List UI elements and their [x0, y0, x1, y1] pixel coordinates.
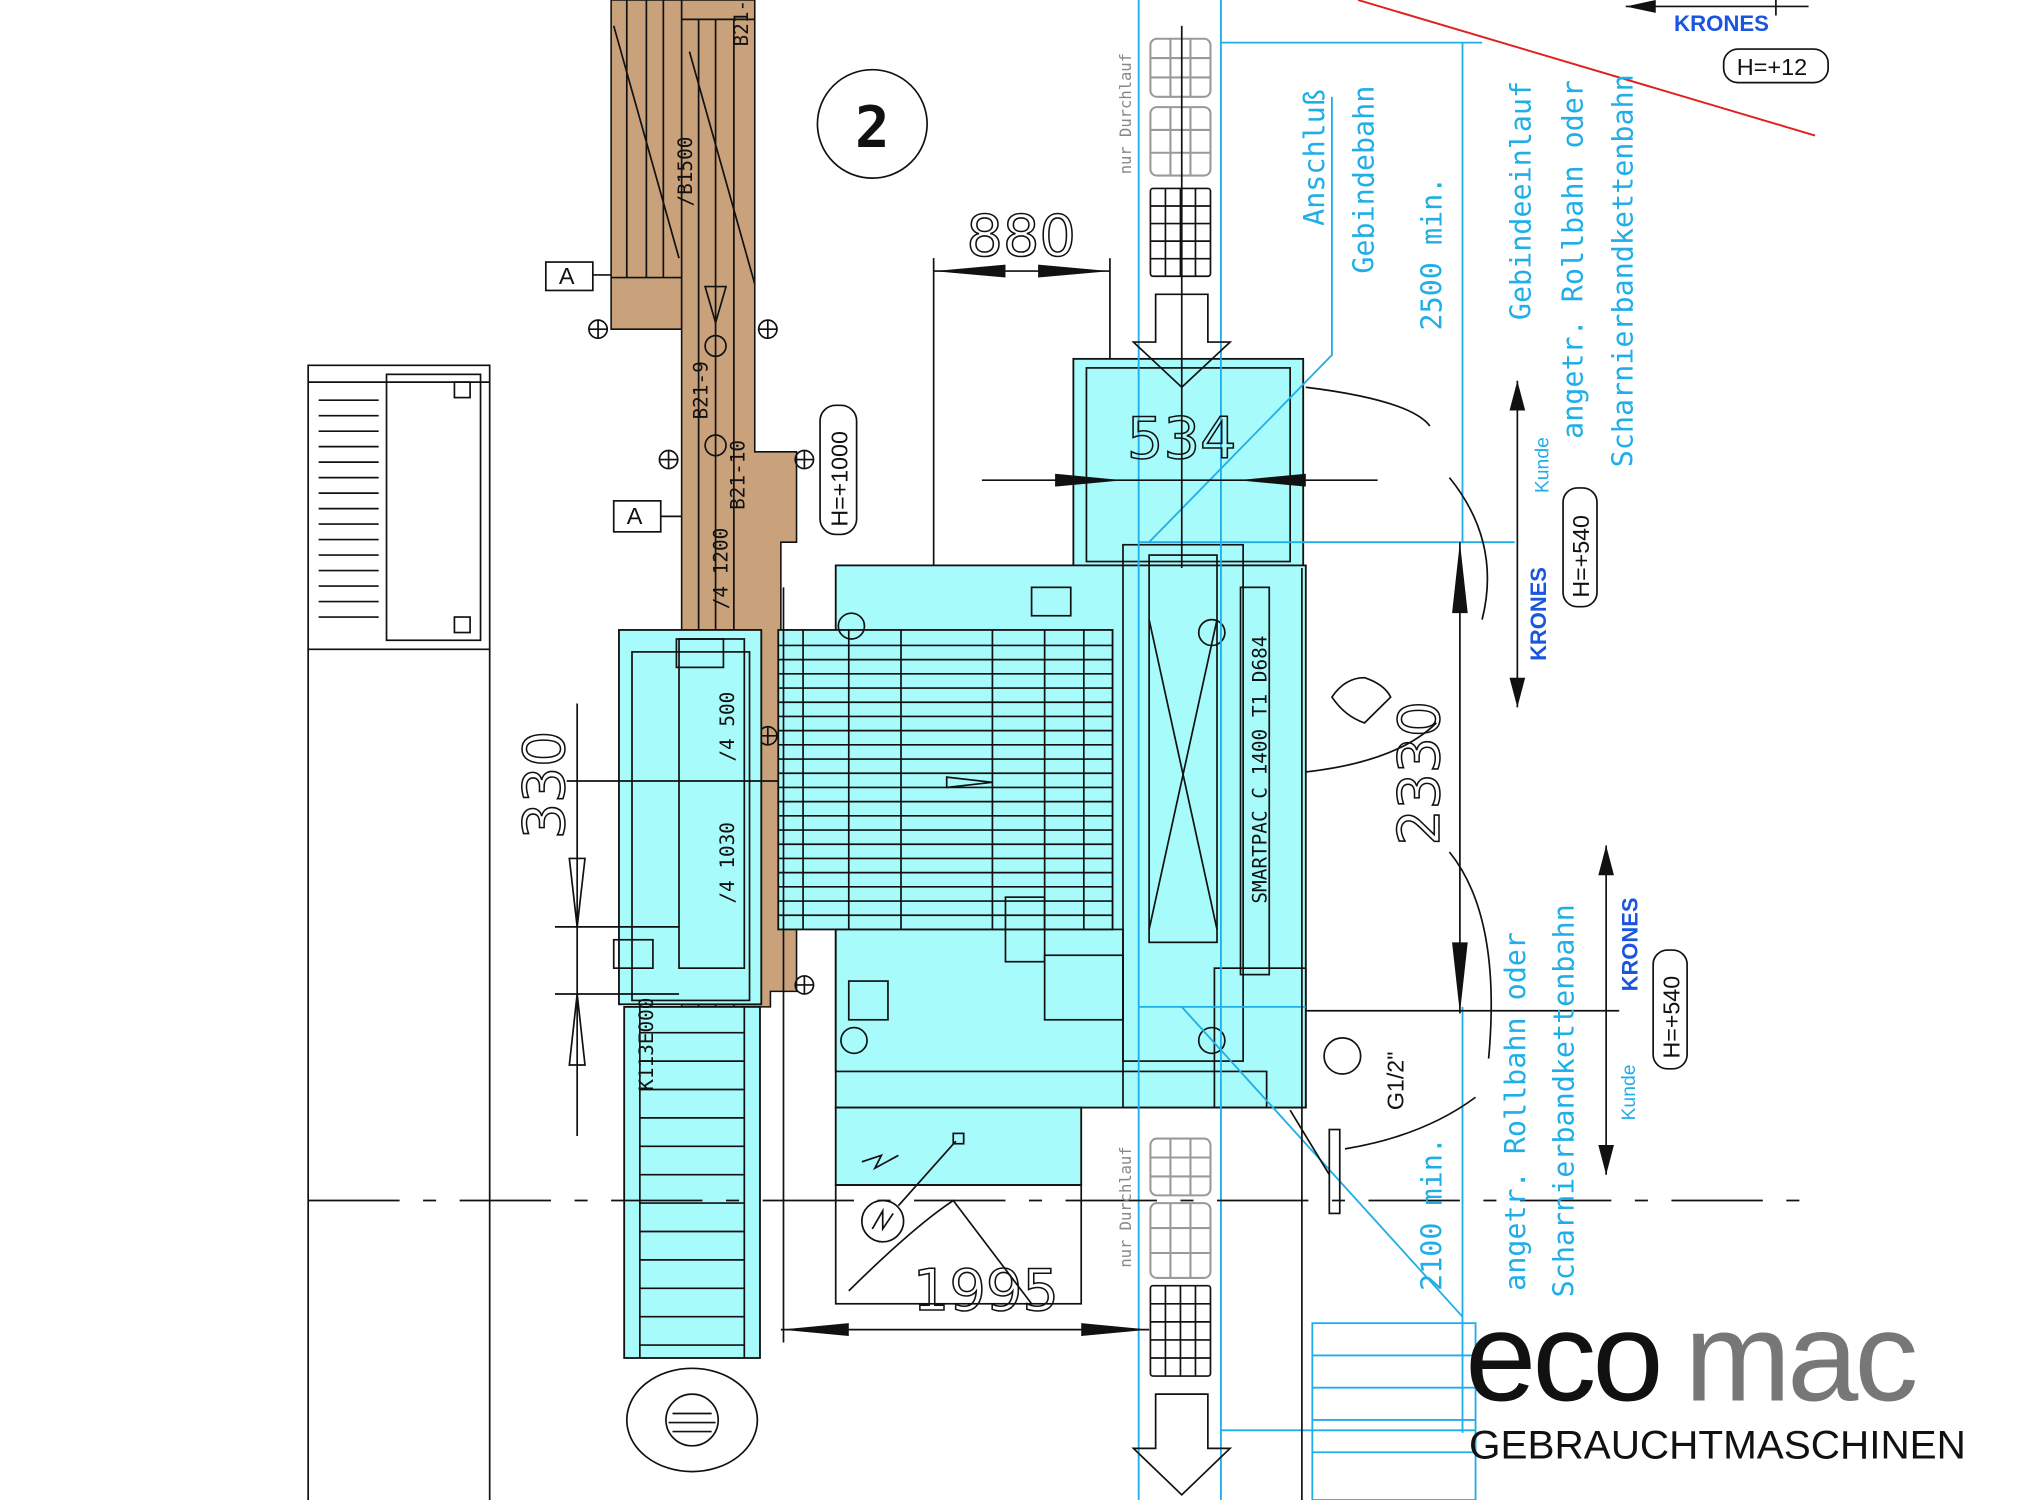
dimension-534: 534	[981, 406, 1378, 487]
krones-label: KRONES	[1674, 11, 1769, 36]
note-angetr-top: angetr. Rollbahn oder	[1555, 80, 1589, 439]
label-b1500: /B1500	[674, 137, 697, 207]
station-marker: 2	[816, 68, 928, 179]
height-label: H=+1000	[826, 431, 852, 527]
nur-durchlauf-bottom: nur Durchlauf	[1117, 1146, 1135, 1267]
pack-icon	[1149, 106, 1212, 177]
label-b21-10: B21-10	[726, 440, 749, 510]
pack-icon	[1149, 187, 1212, 278]
infeed-conveyor: /4 500 /4 1030 K113E000	[612, 629, 763, 1359]
machine-label: SMARTPAC C 1400 T1 D684	[1249, 636, 1272, 904]
red-boundary-line	[1357, 0, 1816, 137]
smartpac-machine: SMARTPAC C 1400 T1 D684	[566, 357, 1307, 1305]
dimension-value: 880	[966, 204, 1076, 270]
side-component	[307, 364, 491, 1500]
height-label: H=+540	[1568, 515, 1594, 598]
operator-figure	[625, 1367, 759, 1473]
note-2500-min: 2500 min.	[1414, 177, 1448, 331]
pack-icon	[1149, 1137, 1212, 1197]
pack-icon	[1149, 37, 1212, 98]
arrow-head	[1625, 0, 1656, 13]
marker-a-label: A	[559, 263, 575, 289]
kunde-label: Kunde	[1618, 1065, 1640, 1121]
dimension-value: 2330	[1387, 701, 1453, 846]
dimension-value: 1995	[913, 1259, 1059, 1325]
nur-durchlauf-top: nur Durchlauf	[1117, 53, 1135, 174]
label-b21-9: B21-9	[690, 361, 713, 419]
lightning-icon	[861, 1153, 899, 1171]
logo-subtitle: GEBRAUCHTMASCHINEN	[1469, 1423, 1966, 1468]
marker-a-top: A	[544, 261, 612, 292]
dimension-2330: 2330	[1305, 542, 1620, 1014]
pack-icon	[1149, 1202, 1212, 1280]
note-gebindeeinlauf: Gebindeeinlauf	[1503, 81, 1537, 320]
pack-icon	[1149, 1284, 1212, 1377]
flow-arrow-icon	[1131, 1393, 1233, 1497]
label-4-1030: /4 1030	[716, 822, 739, 904]
logo-eco: eco	[1465, 1286, 1660, 1427]
marker-a-label: A	[627, 503, 643, 529]
station-number: 2	[855, 95, 890, 161]
logo-mac: mac	[1684, 1286, 1915, 1427]
pack-flow: nur Durchlauf nur Durchlauf	[1117, 25, 1233, 1497]
dimension-value: 534	[1127, 407, 1237, 473]
label-b21: B21-	[730, 0, 753, 46]
handoff-bottom: KRONES Kunde H=+540	[1598, 845, 1688, 1175]
dimension-330: 330	[511, 703, 680, 1136]
height-tag-1000: H=+1000	[819, 404, 858, 536]
note-gebindebahn: Gebindebahn	[1347, 86, 1381, 274]
label-4-1200: /4 1200	[709, 528, 732, 610]
ecomac-logo: eco mac GEBRAUCHTMASCHINEN	[1465, 1286, 1966, 1467]
note-scharnier-bottom: Scharnierbandkettenbahn	[1546, 904, 1580, 1297]
marker-a-bottom: A	[612, 500, 682, 533]
dimension-880: 880	[932, 203, 1111, 566]
note-scharnier-top: Scharnierbandkettenbahn	[1605, 74, 1639, 467]
flow-arrow-icon	[1131, 293, 1233, 389]
dimension-value: 330	[512, 731, 578, 839]
label-4-500: /4 500	[716, 692, 739, 762]
note-anschluss: Anschluß	[1297, 89, 1331, 226]
krones-label: KRONES	[1526, 567, 1551, 661]
note-angetr-bottom: angetr. Rollbahn oder	[1498, 932, 1532, 1291]
height-label: H=+12	[1737, 54, 1808, 80]
krones-label: KRONES	[1617, 898, 1642, 992]
kunde-label: Kunde	[1532, 437, 1554, 493]
door-swing: G1/2"	[1289, 386, 1493, 1215]
dimension-1995: 1995	[780, 1258, 1150, 1337]
label-k113: K113E000	[635, 998, 658, 1091]
height-label: H=+540	[1658, 976, 1684, 1059]
handoff-top: Kunde KRONES H=+540	[1509, 380, 1598, 708]
hand-icon	[1330, 676, 1392, 724]
handoff-topright: KRONES H=+12	[1674, 11, 1829, 84]
label-g12: G1/2"	[1383, 1052, 1409, 1111]
note-2100-min: 2100 min.	[1414, 1137, 1448, 1291]
connection-icon	[1323, 1037, 1362, 1075]
